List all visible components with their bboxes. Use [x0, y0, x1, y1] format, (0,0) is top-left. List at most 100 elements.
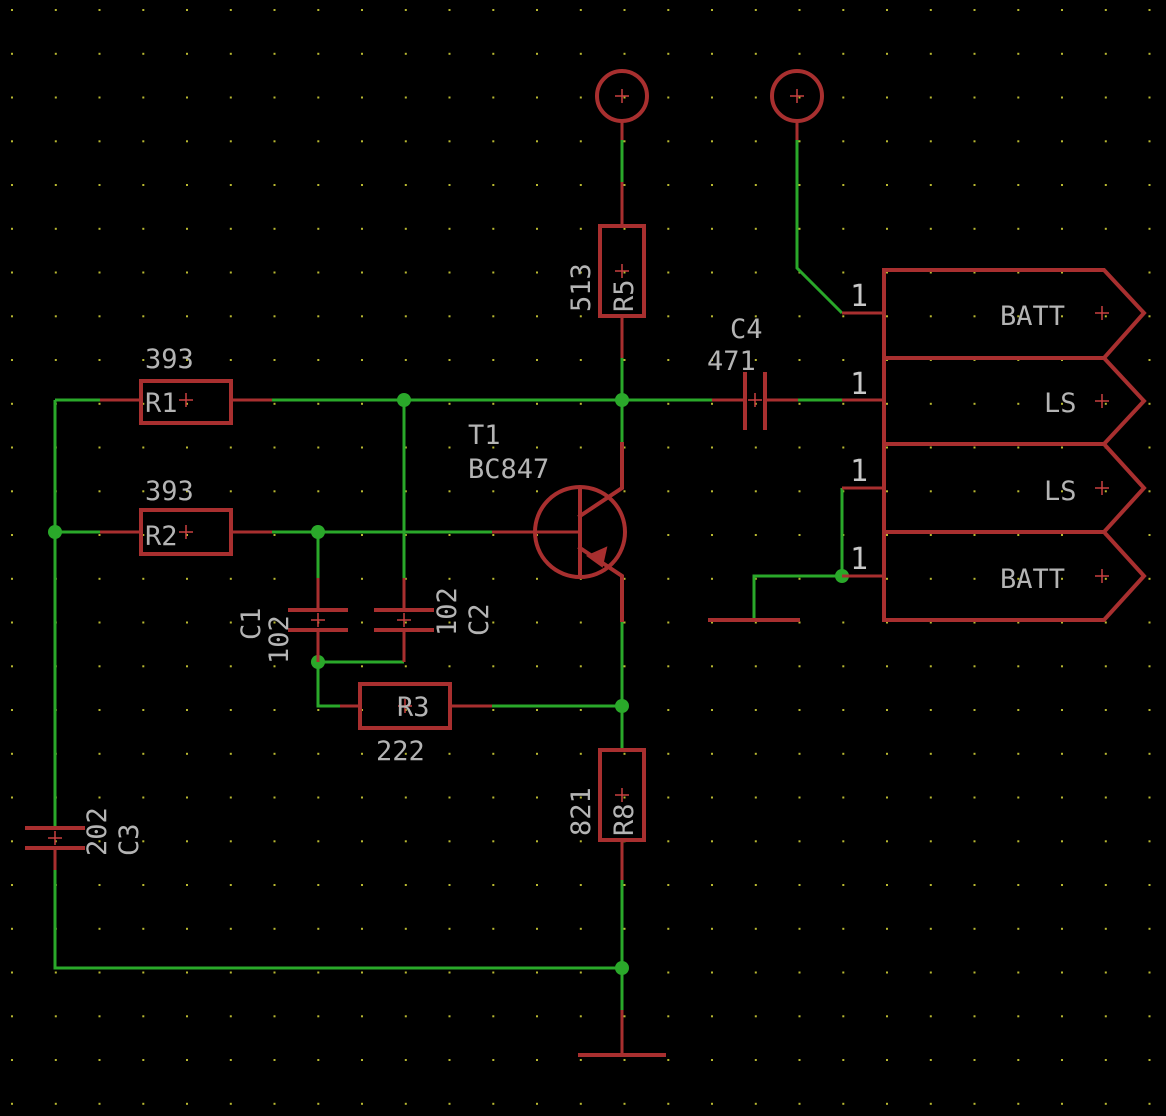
grid-dot	[536, 490, 538, 493]
grid-dot	[1104, 315, 1107, 318]
grid-dot	[142, 227, 145, 230]
grid-dot	[273, 577, 276, 580]
grid-dot	[448, 184, 451, 186]
capacitor-c4[interactable]: C4 471	[707, 314, 798, 430]
grid-dot	[361, 140, 363, 143]
grid-dot	[536, 884, 538, 886]
grid-dot	[1148, 665, 1151, 668]
grid-dot	[973, 315, 976, 318]
grid-dot	[1061, 971, 1063, 974]
grid-dot	[623, 665, 626, 668]
resistor-r1[interactable]: R1 393	[100, 344, 272, 425]
grid-dot	[754, 971, 757, 974]
ground-icon[interactable]	[578, 1010, 666, 1057]
resistor-r3[interactable]: R3 222	[340, 682, 492, 767]
grid-dot	[492, 271, 495, 274]
grid-dot	[711, 1059, 713, 1061]
grid-dot	[361, 665, 363, 668]
grid-dot	[273, 446, 276, 449]
grid-dot	[448, 359, 451, 361]
grid-dot	[404, 52, 407, 55]
grid-dot	[754, 9, 757, 11]
grid-dot	[186, 577, 188, 580]
grid-dot	[973, 665, 976, 668]
wire[interactable]	[316, 662, 340, 708]
grid-dot	[798, 534, 801, 536]
grid-dot	[929, 840, 932, 843]
transistor-t1[interactable]: T1 BC847	[468, 420, 627, 622]
grid-dot	[11, 9, 13, 11]
grid-dot	[536, 577, 538, 580]
grid-dot	[448, 446, 451, 449]
grid-dot	[886, 184, 888, 186]
grid-dot	[98, 1059, 101, 1061]
grid-dot	[623, 271, 626, 274]
grid-dot	[186, 9, 188, 11]
connector-ls-plus-1[interactable]: 1 LS	[842, 356, 1147, 446]
connector-batt-plus-1[interactable]: 1 BATT	[842, 268, 1147, 360]
grid-dot	[754, 665, 757, 668]
grid-dot	[492, 1102, 495, 1105]
grid-dot	[579, 96, 582, 99]
grid-dot	[98, 971, 101, 974]
grid-dot	[273, 752, 276, 755]
resistor-r5[interactable]: R5 513	[566, 182, 646, 358]
connector-ls-plus-2[interactable]: 1 LS	[842, 442, 1147, 534]
grid-dot	[754, 884, 757, 886]
grid-dot	[929, 9, 932, 11]
grid-dot	[711, 446, 713, 449]
capacitor-c2[interactable]: 102 C2	[374, 578, 495, 662]
wire[interactable]	[752, 574, 842, 620]
grid-dot	[929, 490, 932, 493]
grid-dot	[98, 621, 101, 624]
grid-dot	[492, 402, 495, 405]
grid-dot	[798, 52, 801, 55]
grid-dot	[98, 840, 101, 843]
grid-dot	[536, 96, 538, 99]
resistor-r2[interactable]: R2 393	[100, 476, 272, 556]
resistor-r8[interactable]: R8 821	[566, 748, 646, 880]
grid-dot	[273, 927, 276, 930]
grid-dot	[186, 1015, 188, 1018]
grid-dot	[798, 665, 801, 668]
grid-dot	[1017, 490, 1020, 493]
grid-dot	[361, 446, 363, 449]
c3-name: C3	[114, 823, 145, 856]
grid-dot	[667, 534, 670, 536]
grid-dot	[886, 621, 888, 624]
grid-dot	[229, 315, 232, 318]
grid-dot	[579, 1015, 582, 1018]
circle-supply-icon[interactable]	[770, 69, 824, 140]
grid-dot	[754, 577, 757, 580]
grid-dot	[142, 184, 145, 186]
grid-dot	[1061, 315, 1063, 318]
connector-batt-plus-2[interactable]: 1 BATT	[842, 530, 1147, 622]
grid-dot	[973, 140, 976, 143]
wire[interactable]	[795, 140, 844, 315]
grid-dot	[317, 1102, 320, 1105]
grid-dot	[186, 271, 188, 274]
grid-dot	[579, 184, 582, 186]
grid-dot	[361, 271, 363, 274]
grid-dot	[667, 621, 670, 624]
grid-dot	[98, 52, 101, 55]
grid-dot	[842, 402, 845, 405]
r3-name: R3	[397, 692, 430, 723]
grid-dot	[54, 1015, 57, 1018]
pin-number: 1	[850, 279, 868, 314]
grid-dot	[11, 534, 13, 536]
wire[interactable]	[53, 870, 622, 970]
grid-dot	[798, 1059, 801, 1061]
circle-supply-icon[interactable]	[595, 69, 649, 140]
grid-dot	[711, 184, 713, 186]
capacitor-c1[interactable]: C1 102	[236, 578, 348, 664]
grid-dot	[186, 1102, 188, 1105]
grid-dot	[142, 271, 145, 274]
capacitor-c3[interactable]: 202 C3	[25, 807, 145, 870]
grid-dot	[404, 315, 407, 318]
grid-dot	[142, 971, 145, 974]
grid-dot	[273, 1015, 276, 1018]
grid-dot	[273, 227, 276, 230]
grid-dot	[273, 1059, 276, 1061]
